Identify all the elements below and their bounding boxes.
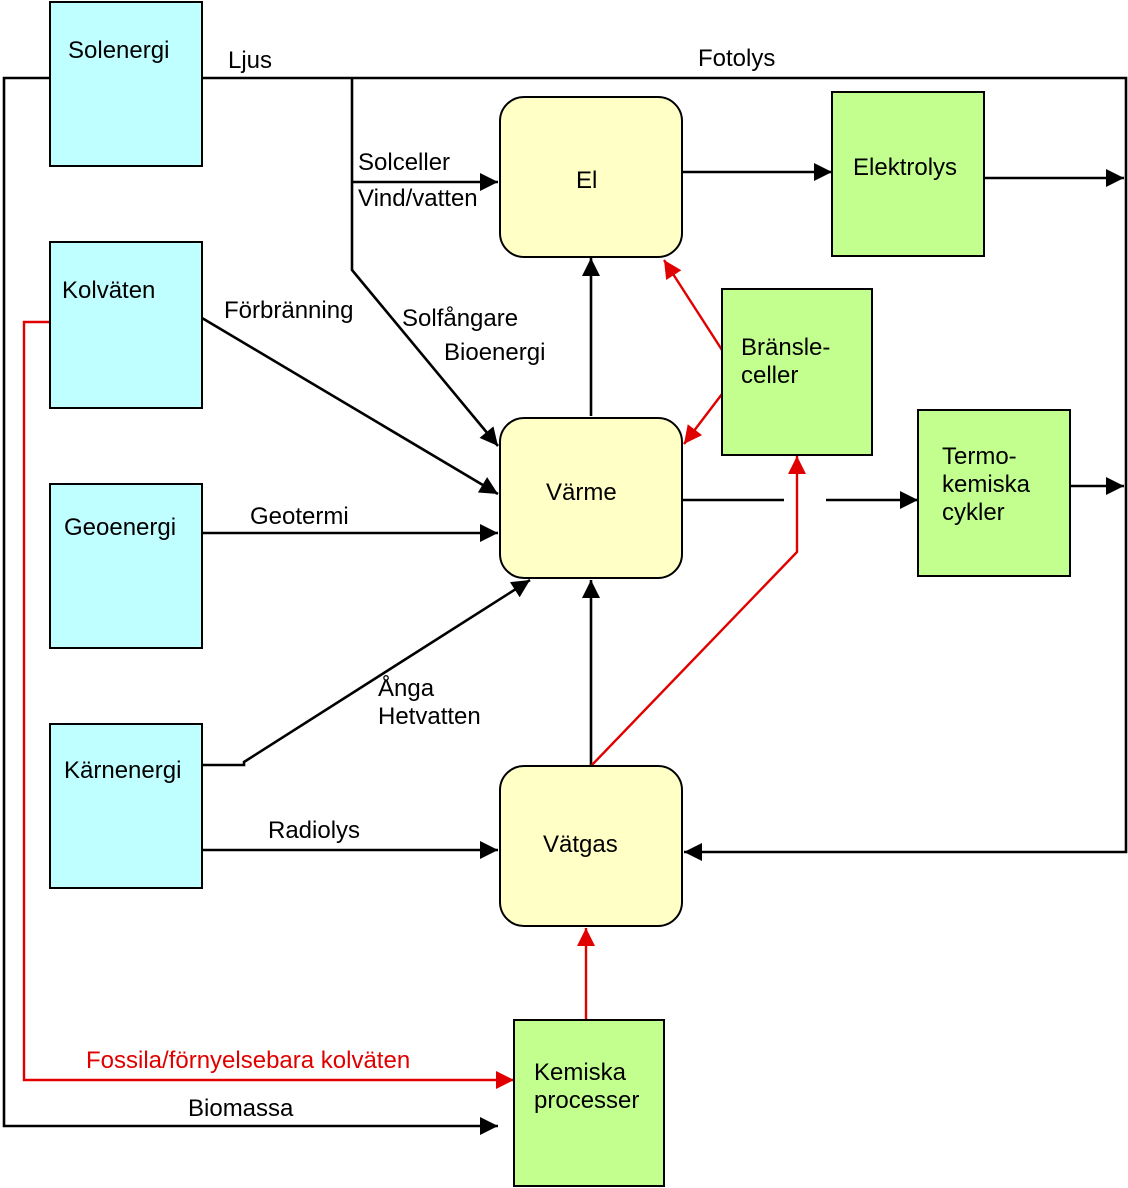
label-el: El: [576, 167, 597, 194]
label-vatgas: Vätgas: [543, 831, 618, 858]
box-karnenergi: [49, 723, 203, 889]
label-geotermi: Geotermi: [250, 503, 349, 530]
label-termokemiska-3: cykler: [942, 499, 1005, 526]
label-elektrolys: Elektrolys: [853, 154, 957, 181]
vatgas-bransle-red-arrow: [590, 456, 806, 767]
box-solenergi: [49, 1, 203, 167]
label-solceller: Solceller: [358, 149, 450, 176]
box-varme: [499, 417, 683, 579]
anga-arrow: [202, 578, 531, 767]
label-fossila: Fossila/förnyelsebara kolväten: [86, 1047, 410, 1074]
top-line-right: [202, 76, 1128, 861]
label-solfangare: Solfångare: [402, 305, 518, 332]
outer-loop-line: [2, 76, 498, 1135]
box-kemiska: [513, 1019, 665, 1187]
label-solenergi: Solenergi: [68, 37, 169, 64]
bransle-varme-red-arrow: [683, 393, 723, 445]
sun-branch-line: [350, 78, 500, 447]
label-anga: Ånga: [378, 674, 435, 702]
label-kemiska-1: Kemiska: [534, 1059, 627, 1086]
forbranning-arrow: [201, 316, 499, 496]
label-ljus: Ljus: [228, 47, 272, 74]
label-kolvaten: Kolväten: [62, 277, 155, 304]
fossila-red-arrow: [22, 320, 514, 1089]
label-radiolys: Radiolys: [268, 817, 360, 844]
label-termokemiska-2: kemiska: [942, 471, 1031, 498]
box-bransleceller: [721, 288, 873, 456]
label-fotolys: Fotolys: [698, 45, 775, 72]
label-termokemiska-1: Termo-: [942, 443, 1017, 470]
label-forbranning: Förbränning: [224, 297, 353, 324]
box-termokemiska: [917, 409, 1071, 577]
label-varme: Värme: [546, 479, 617, 506]
label-geoenergi: Geoenergi: [64, 514, 176, 541]
label-karnenergi: Kärnenergi: [64, 757, 181, 784]
label-kemiska-2: processer: [534, 1087, 639, 1114]
label-bioenergi: Bioenergi: [444, 339, 545, 366]
bransle-el-red-arrow: [662, 259, 724, 351]
box-elektrolys: [831, 91, 985, 257]
box-el: [499, 96, 683, 258]
label-biomassa: Biomassa: [188, 1095, 294, 1122]
label-hetvatten: Hetvatten: [378, 703, 481, 730]
label-bransleceller-1: Bränsle-: [741, 334, 830, 361]
box-kolvaten: [49, 241, 203, 409]
box-geoenergi: [49, 483, 203, 649]
label-vind-vatten: Vind/vatten: [358, 185, 478, 212]
box-vatgas: [499, 765, 683, 927]
label-bransleceller-2: celler: [741, 362, 798, 389]
